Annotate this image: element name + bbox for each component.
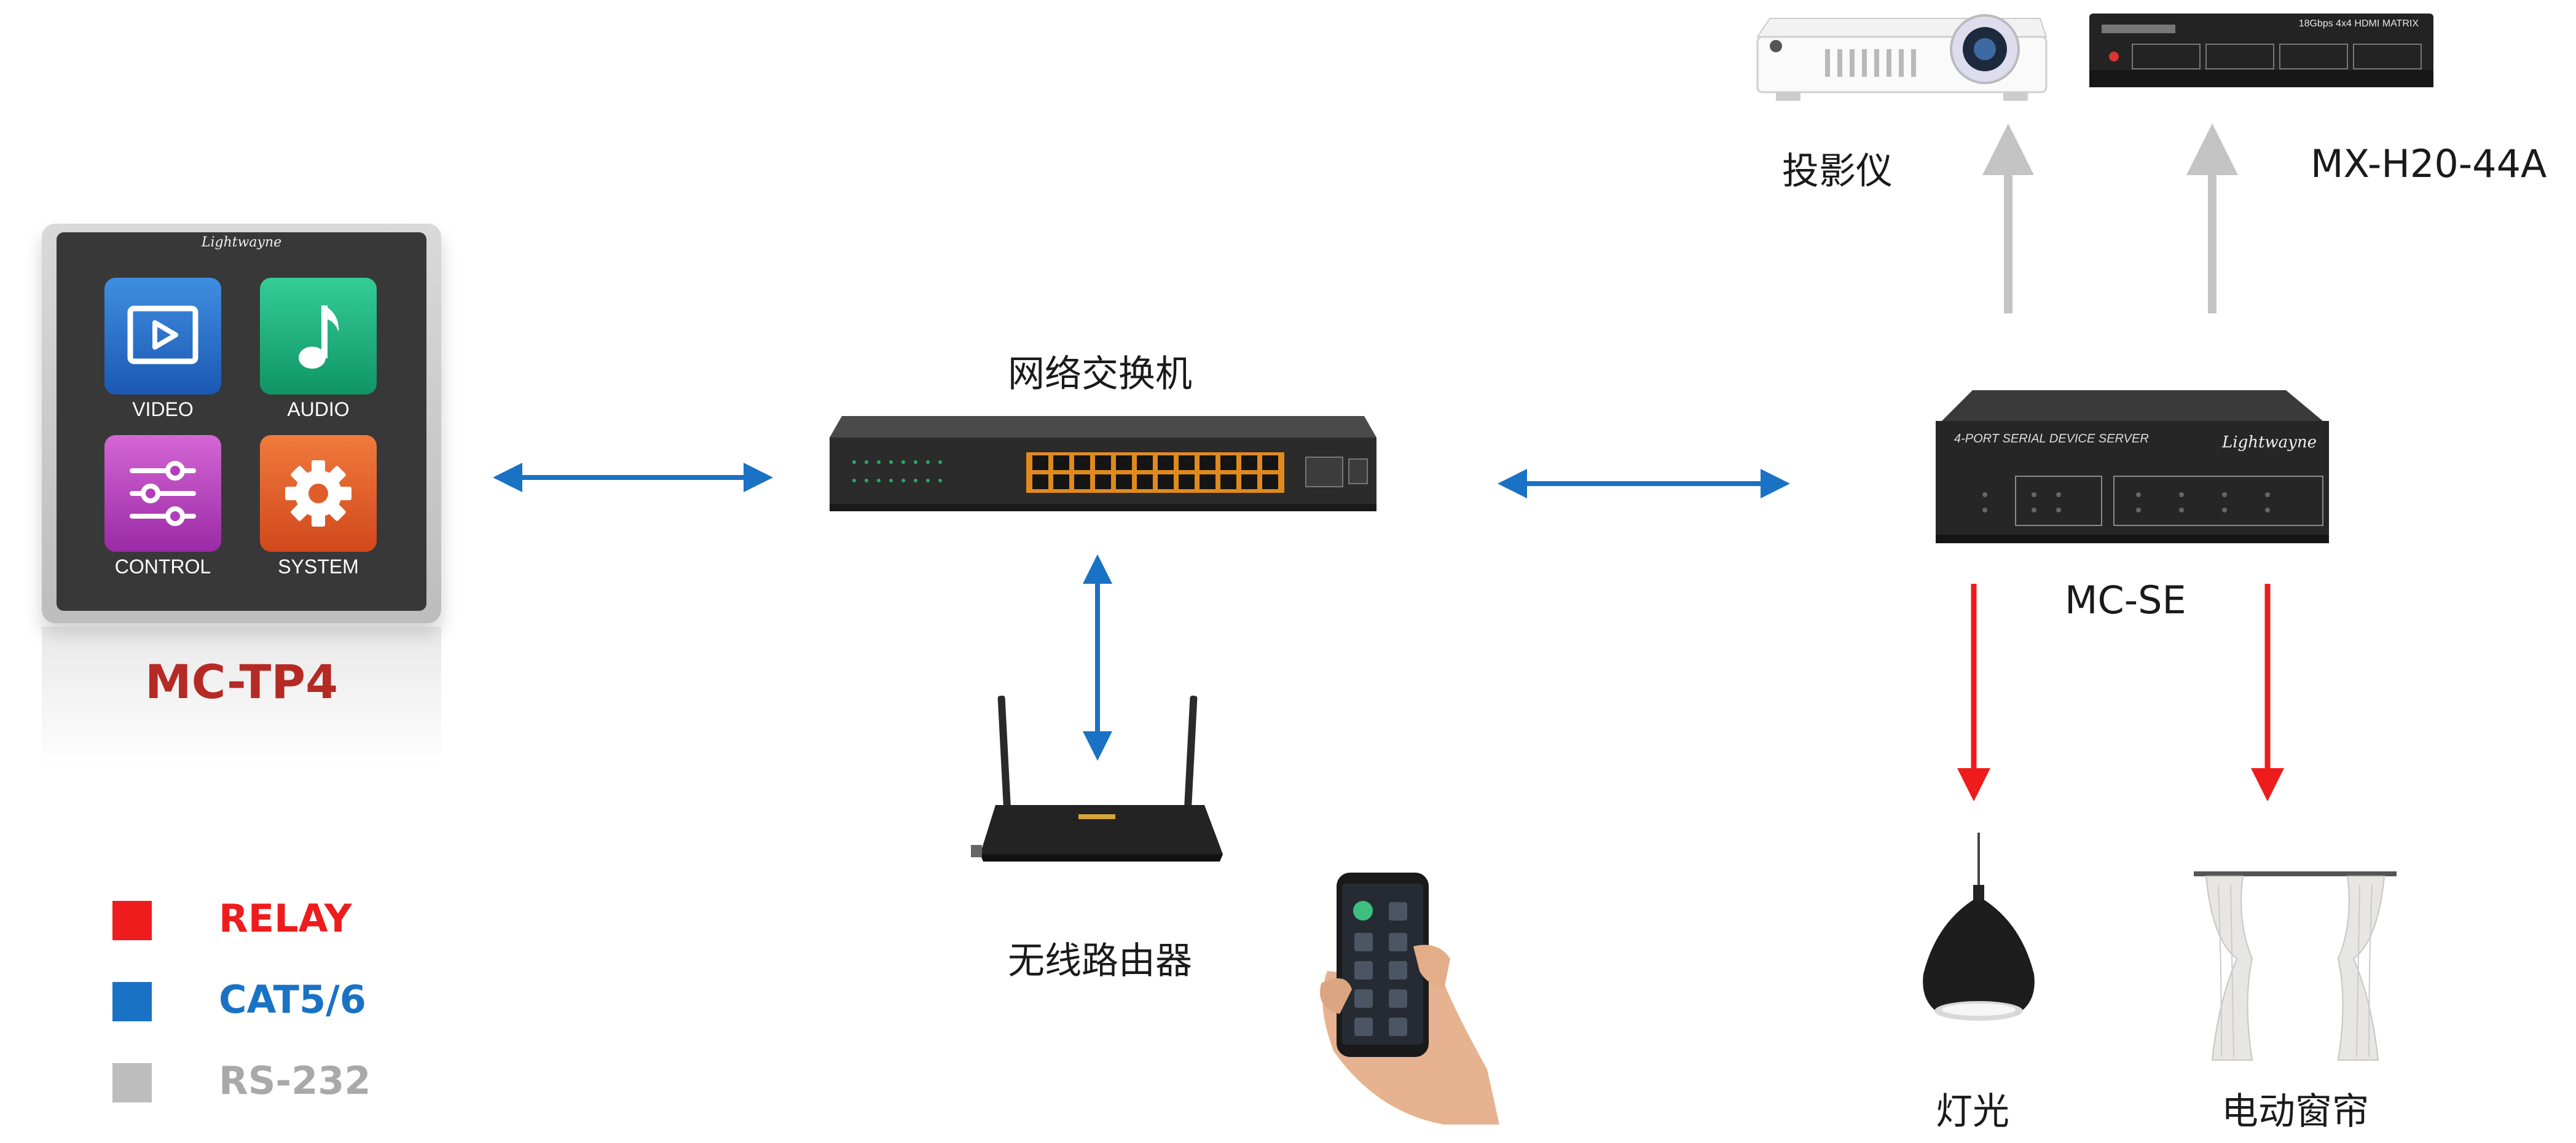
smartphone-hand-image [1320,873,1499,1125]
switch-port [1220,455,1236,470]
wireless-router-image [971,696,1223,862]
video-tile-label: VIDEO [132,398,194,420]
switch-port [1137,455,1153,470]
projector-label: 投影仪 [1782,150,1893,193]
switch-port [1116,474,1132,489]
projector-image [1756,14,2048,101]
pendant-light-image [1923,833,2035,1021]
play-icon [127,305,198,364]
legend-relay-label: RELAY [219,896,352,941]
hdmi-matrix-panel-text: 18Gbps 4x4 HDMI MATRIX [2298,18,2419,29]
switch-port [1074,474,1090,489]
switch-port [1074,455,1090,470]
switch-port [1032,474,1048,489]
switch-port [1032,455,1048,470]
legend-relay-swatch [112,901,152,940]
touch-panel-name: MC-TP4 [145,654,338,709]
switch-port [1220,474,1236,489]
control-tile[interactable] [104,435,221,552]
switch-port [1116,455,1132,470]
audio-tile-label: AUDIO [287,398,350,420]
switch-port [1179,474,1195,489]
switch-port [1262,455,1278,470]
touch-panel-reflection [42,627,441,768]
switch-port [1095,474,1111,489]
audio-tile[interactable] [260,278,377,395]
serial-server-panel-text: 4-PORT SERIAL DEVICE SERVER [1954,432,2149,446]
video-tile[interactable] [104,278,221,395]
switch-label: 网络交换机 [1008,353,1192,396]
touch-panel-brand: Lightwayne [201,235,282,250]
switch-port [1262,474,1278,489]
system-tile-label: SYSTEM [278,556,359,578]
serial-server-image: 4-PORT SERIAL DEVICE SERVER Lightwayne [1917,384,2341,547]
curtain-image [2194,871,2397,1061]
hdmi-matrix-image: 18Gbps 4x4 HDMI MATRIX [2089,14,2433,87]
curtain-label: 电动窗帘 [2221,1090,2369,1133]
light-label: 灯光 [1936,1090,2009,1133]
legend-cat-swatch [112,982,152,1021]
matrix-label: MX-H20-44A [2311,141,2547,186]
switch-port [1158,474,1174,489]
switch-port [1053,474,1069,489]
legend-rs232-label: RS-232 [219,1058,371,1103]
sliders-icon [130,461,196,526]
control-tile-label: CONTROL [114,556,211,578]
switch-port [1053,455,1069,470]
legend-rs232-swatch [112,1063,152,1102]
serial-server-brand: Lightwayne [2222,433,2317,452]
gear-icon [285,460,351,527]
switch-port [1241,474,1257,489]
switch-port [1095,455,1111,470]
switch-port [1200,474,1215,489]
system-tile[interactable] [260,435,377,552]
legend-cat-label: CAT5/6 [219,977,366,1022]
switch-port [1179,455,1195,470]
network-switch-image [830,416,1376,511]
switch-port [1158,455,1174,470]
switch-port [1241,455,1257,470]
server-label: MC-SE [2065,578,2186,623]
music-note-icon [299,305,339,369]
router-label: 无线路由器 [1008,940,1192,983]
switch-port [1200,455,1215,470]
switch-port [1137,474,1153,489]
